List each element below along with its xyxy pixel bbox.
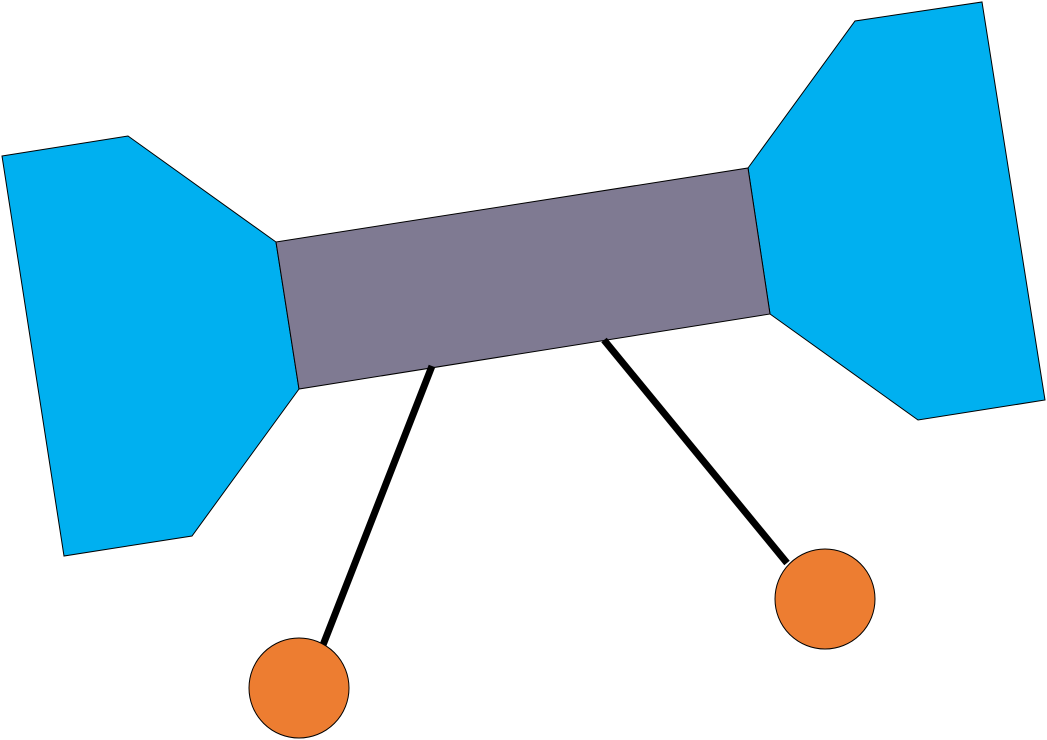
left-trapezoid-shape: [1, 135, 300, 557]
right-orange-circle: [774, 548, 876, 650]
left-orange-circle: [248, 637, 350, 739]
center-rectangle-shape: [275, 167, 771, 390]
right-stem-line: [601, 337, 790, 566]
left-stem-line: [319, 364, 436, 647]
right-trapezoid-shape: [747, 1, 1046, 421]
